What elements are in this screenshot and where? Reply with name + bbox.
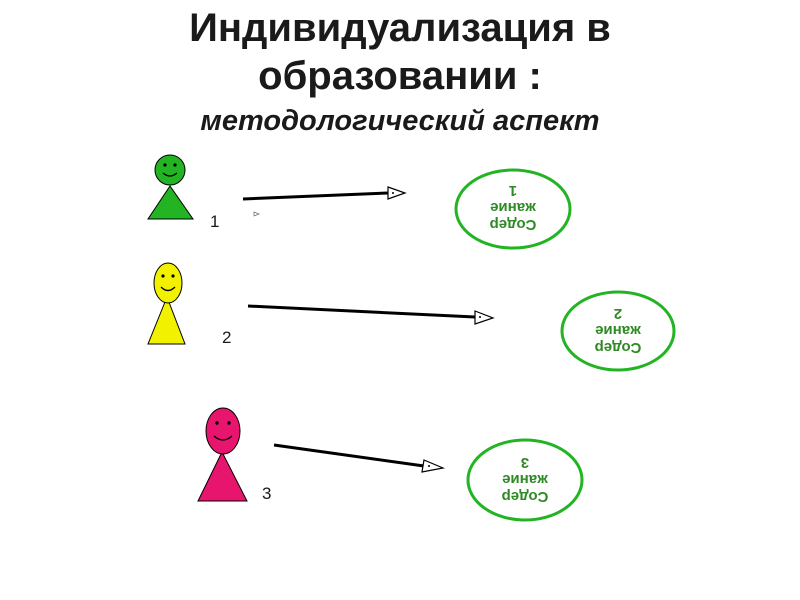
content-2-line-3: 2 (613, 305, 623, 322)
figure-2-eye-right (171, 274, 175, 278)
figure-3-number: 3 (262, 484, 272, 503)
figure-2-smile (160, 286, 176, 292)
figure-1-number: 1 (210, 212, 220, 231)
figure-1-eye-right (173, 163, 177, 167)
content-2-label: Содер жание 2 (578, 305, 658, 356)
figure-2-number: 2 (222, 328, 232, 347)
title-line-1: Индивидуализация в (189, 6, 611, 50)
figure-2-head (153, 262, 183, 304)
content-oval-3 (466, 438, 584, 522)
figure-1-head (154, 154, 186, 186)
arrow-2 (247, 304, 495, 325)
person-figure-1 (147, 154, 194, 220)
title-subtitle: методологический аспект (200, 105, 600, 137)
person-figure-3 (197, 407, 248, 502)
content-3-label: Содер жание 3 (485, 454, 565, 505)
figure-3-eye-right (227, 421, 231, 425)
person-figure-2 (147, 262, 186, 345)
content-oval-2 (560, 290, 676, 372)
figure-1-body (147, 185, 194, 220)
content-1-label: Содер жание 1 (473, 182, 553, 233)
figure-3-body (197, 450, 248, 502)
figure-3-eye-left (215, 421, 219, 425)
slide-title: Индивидуализация в образовании : методол… (0, 4, 800, 140)
content-3-line-3: 3 (520, 454, 530, 471)
arrow-3 (273, 443, 446, 473)
figure-2-eye-left (161, 274, 165, 278)
figure-1-smile (162, 172, 178, 177)
content-3-line-1: Содер (501, 488, 549, 505)
figure-1-eye-left (163, 163, 167, 167)
content-2-line-2: жание (595, 322, 641, 339)
content-2-line-1: Содер (594, 339, 642, 356)
content-3-line-2: жание (502, 471, 548, 488)
title-line-2: образовании : (258, 54, 542, 98)
content-1-line-1: Содер (489, 216, 537, 233)
figure-3-head (205, 407, 241, 455)
figure-3-smile (213, 435, 233, 441)
content-oval-1 (454, 168, 572, 250)
figure-2-body (147, 295, 186, 345)
content-1-line-2: жание (490, 199, 536, 216)
arrow-1 (242, 186, 407, 201)
stray-arrow-mark (253, 211, 260, 217)
content-1-line-3: 1 (508, 182, 518, 199)
